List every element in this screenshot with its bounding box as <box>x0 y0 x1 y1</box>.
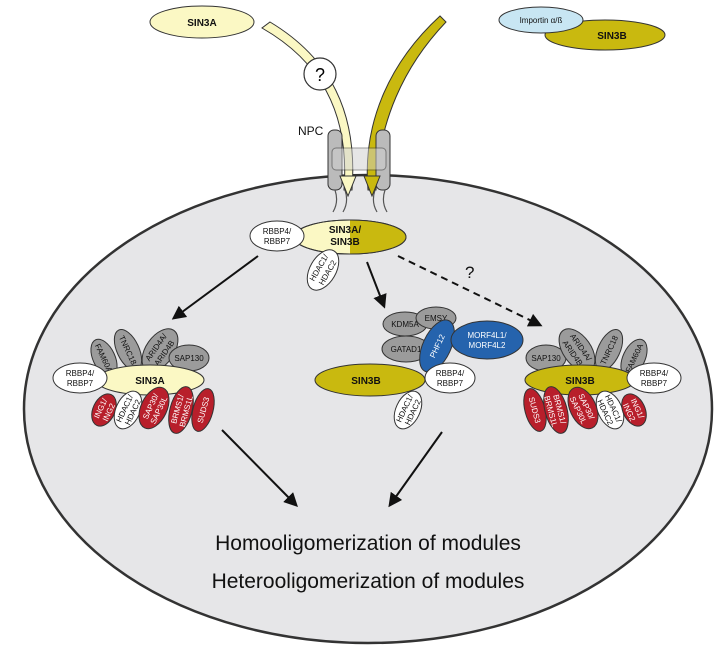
import-question-mark: ? <box>315 65 325 85</box>
center-core-label-2: SIN3B <box>330 237 359 248</box>
arrow-to-left-complex <box>171 255 259 320</box>
svg-text:RBBP7: RBBP7 <box>437 379 464 388</box>
importin-label: Importin α/ß <box>520 16 563 25</box>
svg-text:SAP130: SAP130 <box>174 354 204 363</box>
center-rbbp <box>249 220 305 252</box>
middle-phf12 <box>419 319 455 373</box>
sin3b-import-arrowhead <box>363 175 381 198</box>
sin3a-import-arrowhead <box>339 175 357 198</box>
svg-text:SAP130: SAP130 <box>531 354 561 363</box>
svg-text:RBBP7: RBBP7 <box>67 379 94 388</box>
svg-text:KDM5A: KDM5A <box>391 320 419 329</box>
svg-text:RBBP4/: RBBP4/ <box>640 369 669 378</box>
left-sap30 <box>138 386 170 430</box>
caption-heterooligomerization: Heterooligomerization of modules <box>212 570 525 593</box>
center-hdac <box>306 249 340 291</box>
svg-text:EMSY: EMSY <box>425 314 448 323</box>
middle-morf4l <box>450 320 524 360</box>
import-question-circle <box>303 57 337 91</box>
middle-rbbp <box>424 362 476 394</box>
center-core-label-1: SIN3A/ <box>329 225 361 236</box>
svg-text:SIN3B: SIN3B <box>565 376 594 387</box>
arrow-to-middle-complex <box>366 261 387 309</box>
arrow-left-to-oligomerization <box>221 429 298 507</box>
center-rbbp-label-1: RBBP4/ <box>263 227 292 236</box>
right-hdac <box>595 390 625 430</box>
right-sap30 <box>567 386 599 430</box>
importin <box>498 6 584 34</box>
right-ing <box>621 393 647 427</box>
cytoplasm-sin3a <box>149 5 255 39</box>
left-rbbp <box>52 362 108 394</box>
right-complex: SAP130 ARID4A/ ARID4B TNRC18 FAM60A SIN3… <box>523 328 682 434</box>
dashed-arrow-to-right-complex <box>397 255 543 327</box>
dashed-question-mark: ? <box>465 263 474 282</box>
npc-label: NPC <box>298 124 324 138</box>
svg-text:SIN3B: SIN3B <box>351 376 380 387</box>
svg-text:RBBP7: RBBP7 <box>641 379 668 388</box>
cytoplasm-sin3b-label: SIN3B <box>597 31 626 42</box>
right-rbbp <box>626 362 682 394</box>
left-brms1 <box>168 386 194 434</box>
center-sin3b-half <box>350 220 406 254</box>
middle-hdac <box>393 390 423 430</box>
svg-text:MORF4L2: MORF4L2 <box>469 341 506 350</box>
arrow-middle-to-oligomerization <box>388 431 443 508</box>
svg-text:GATAD1: GATAD1 <box>391 345 422 354</box>
left-suds3 <box>191 388 215 432</box>
caption-homooligomerization: Homooligomerization of modules <box>215 532 521 555</box>
right-brms1 <box>543 386 569 434</box>
svg-text:RBBP4/: RBBP4/ <box>436 369 465 378</box>
svg-text:MORF4L1/: MORF4L1/ <box>467 331 507 340</box>
nuclear-pore-complex <box>327 129 391 213</box>
svg-text:RBBP4/: RBBP4/ <box>66 369 95 378</box>
svg-text:SIN3A: SIN3A <box>135 376 164 387</box>
middle-complex: KDM5A EMSY GATAD1 PHF12 MORF4L1/ MORF4L2… <box>314 306 524 430</box>
cytoplasm-sin3a-label: SIN3A <box>187 18 216 29</box>
center-rbbp-label-2: RBBP7 <box>264 237 291 246</box>
